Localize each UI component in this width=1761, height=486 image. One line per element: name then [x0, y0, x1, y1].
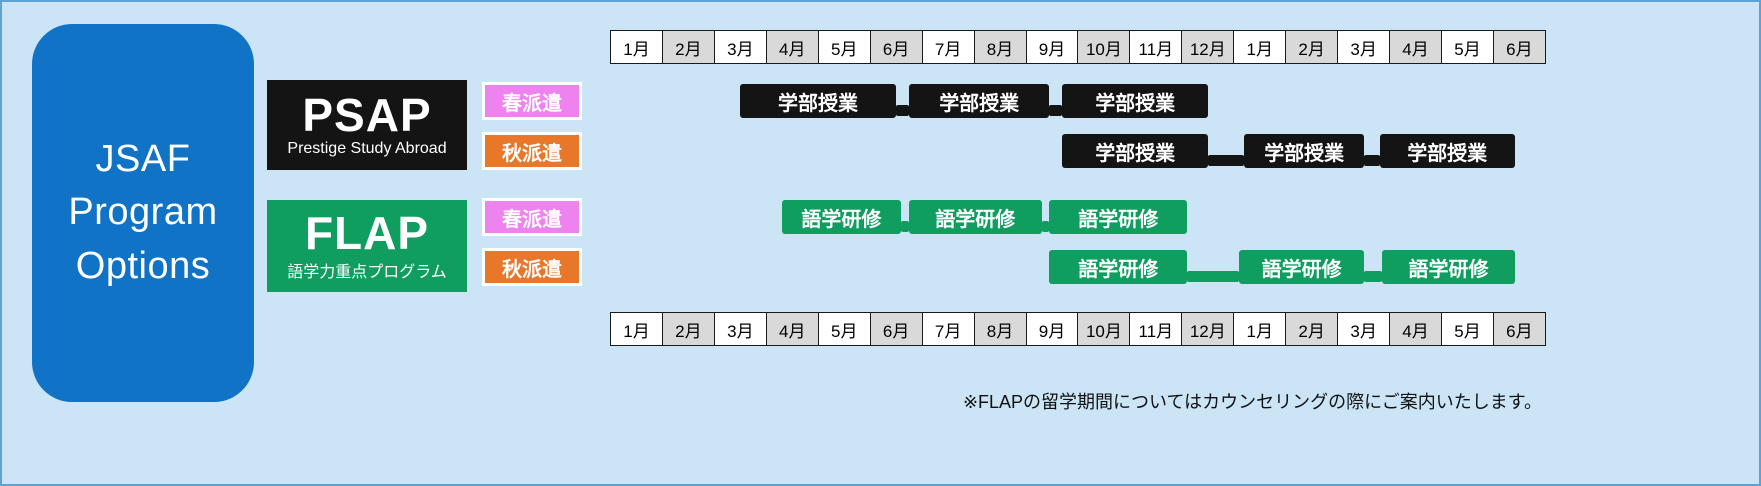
footnote: ※FLAPの留学期間についてはカウンセリングの際にご案内いたします。 [962, 392, 1542, 412]
month-cell: 12月 [1182, 312, 1235, 346]
gantt-bar-flap-spring: 語学研修 [909, 200, 1042, 234]
month-cell: 8月 [974, 30, 1027, 64]
tag-psap-spring: 春派遣 [482, 82, 582, 120]
gantt-row-psap-spring: 学部授業学部授業学部授業 [610, 84, 1546, 118]
month-cell: 4月 [1390, 312, 1442, 346]
jsaf-title-line-3: Options [75, 244, 211, 287]
month-cell: 8月 [974, 312, 1027, 346]
flap-program-box: FLAP 語学力重点プログラム [267, 200, 467, 292]
month-cell: 6月 [1493, 30, 1546, 64]
psap-title: PSAP [302, 88, 432, 141]
month-cell: 4月 [766, 312, 819, 346]
month-cell: 9月 [1026, 30, 1079, 64]
month-cell: 1月 [610, 30, 663, 64]
month-cell: 3月 [714, 312, 767, 346]
month-cell: 11月 [1130, 312, 1183, 346]
flap-title: FLAP [304, 206, 430, 259]
gantt-bar-flap-fall: 語学研修 [1239, 250, 1364, 284]
gantt-bar-flap-spring: 語学研修 [1049, 200, 1188, 234]
gantt-connector-psap-fall [1208, 155, 1245, 166]
month-cell: 2月 [662, 312, 715, 346]
gantt-bar-psap-fall: 学部授業 [1062, 134, 1208, 168]
month-cell: 6月 [870, 30, 923, 64]
month-cell: 12月 [1182, 30, 1235, 64]
gantt-row-flap-spring: 語学研修語学研修語学研修 [610, 200, 1546, 234]
tag-psap-fall: 秋派遣 [482, 132, 582, 170]
month-cell: 1月 [1234, 312, 1287, 346]
gantt-connector-psap-spring [1049, 105, 1063, 116]
month-cell: 7月 [922, 30, 975, 64]
gantt-bar-psap-fall: 学部授業 [1379, 134, 1515, 168]
month-cell: 3月 [1338, 312, 1391, 346]
month-cell: 2月 [1286, 312, 1339, 346]
flap-subtitle: 語学力重点プログラム [287, 264, 447, 282]
gantt-bar-flap-spring: 語学研修 [781, 200, 902, 234]
month-cell: 1月 [610, 312, 663, 346]
gantt-row-flap-fall: 語学研修語学研修語学研修 [610, 250, 1546, 284]
month-cell: 7月 [922, 312, 975, 346]
gantt-bar-psap-spring: 学部授業 [1062, 84, 1208, 118]
month-cell: 1月 [1234, 30, 1287, 64]
month-cell: 10月 [1078, 312, 1131, 346]
month-cell: 5月 [1442, 312, 1494, 346]
month-cell: 5月 [818, 312, 871, 346]
month-cell: 9月 [1026, 312, 1079, 346]
month-cell: 4月 [1390, 30, 1442, 64]
gantt-connector-flap-spring [1041, 221, 1050, 232]
gantt-bar-flap-fall: 語学研修 [1382, 250, 1515, 284]
gantt-bar-flap-fall: 語学研修 [1049, 250, 1188, 284]
psap-program-box: PSAP Prestige Study Abroad [267, 80, 467, 170]
gantt-connector-flap-fall [1187, 271, 1240, 282]
month-cell: 3月 [1338, 30, 1391, 64]
tag-flap-fall: 秋派遣 [482, 248, 582, 286]
jsaf-title-line-2: Program [68, 191, 218, 234]
month-cell: 10月 [1078, 30, 1131, 64]
month-cell: 6月 [1493, 312, 1546, 346]
psap-subtitle: Prestige Study Abroad [287, 140, 447, 158]
gantt-connector-flap-spring [901, 221, 909, 232]
month-cell: 6月 [870, 312, 923, 346]
month-cell: 11月 [1130, 30, 1183, 64]
gantt-connector-psap-spring [896, 105, 909, 116]
gantt-row-psap-fall: 学部授業学部授業学部授業 [610, 134, 1546, 168]
tag-flap-spring: 春派遣 [482, 198, 582, 236]
month-cell: 2月 [1286, 30, 1339, 64]
month-cell: 5月 [818, 30, 871, 64]
month-cell: 2月 [662, 30, 715, 64]
gantt-bar-psap-spring: 学部授業 [909, 84, 1050, 118]
gantt-connector-psap-fall [1364, 155, 1380, 166]
jsaf-title-line-1: JSAF [95, 138, 191, 181]
gantt-bar-psap-fall: 学部授業 [1244, 134, 1364, 168]
month-cell: 4月 [766, 30, 819, 64]
month-cell: 5月 [1442, 30, 1494, 64]
gantt-bar-psap-spring: 学部授業 [740, 84, 896, 118]
month-cell: 3月 [714, 30, 767, 64]
jsaf-panel: JSAF Program Options [32, 24, 254, 402]
gantt-connector-flap-fall [1364, 271, 1383, 282]
